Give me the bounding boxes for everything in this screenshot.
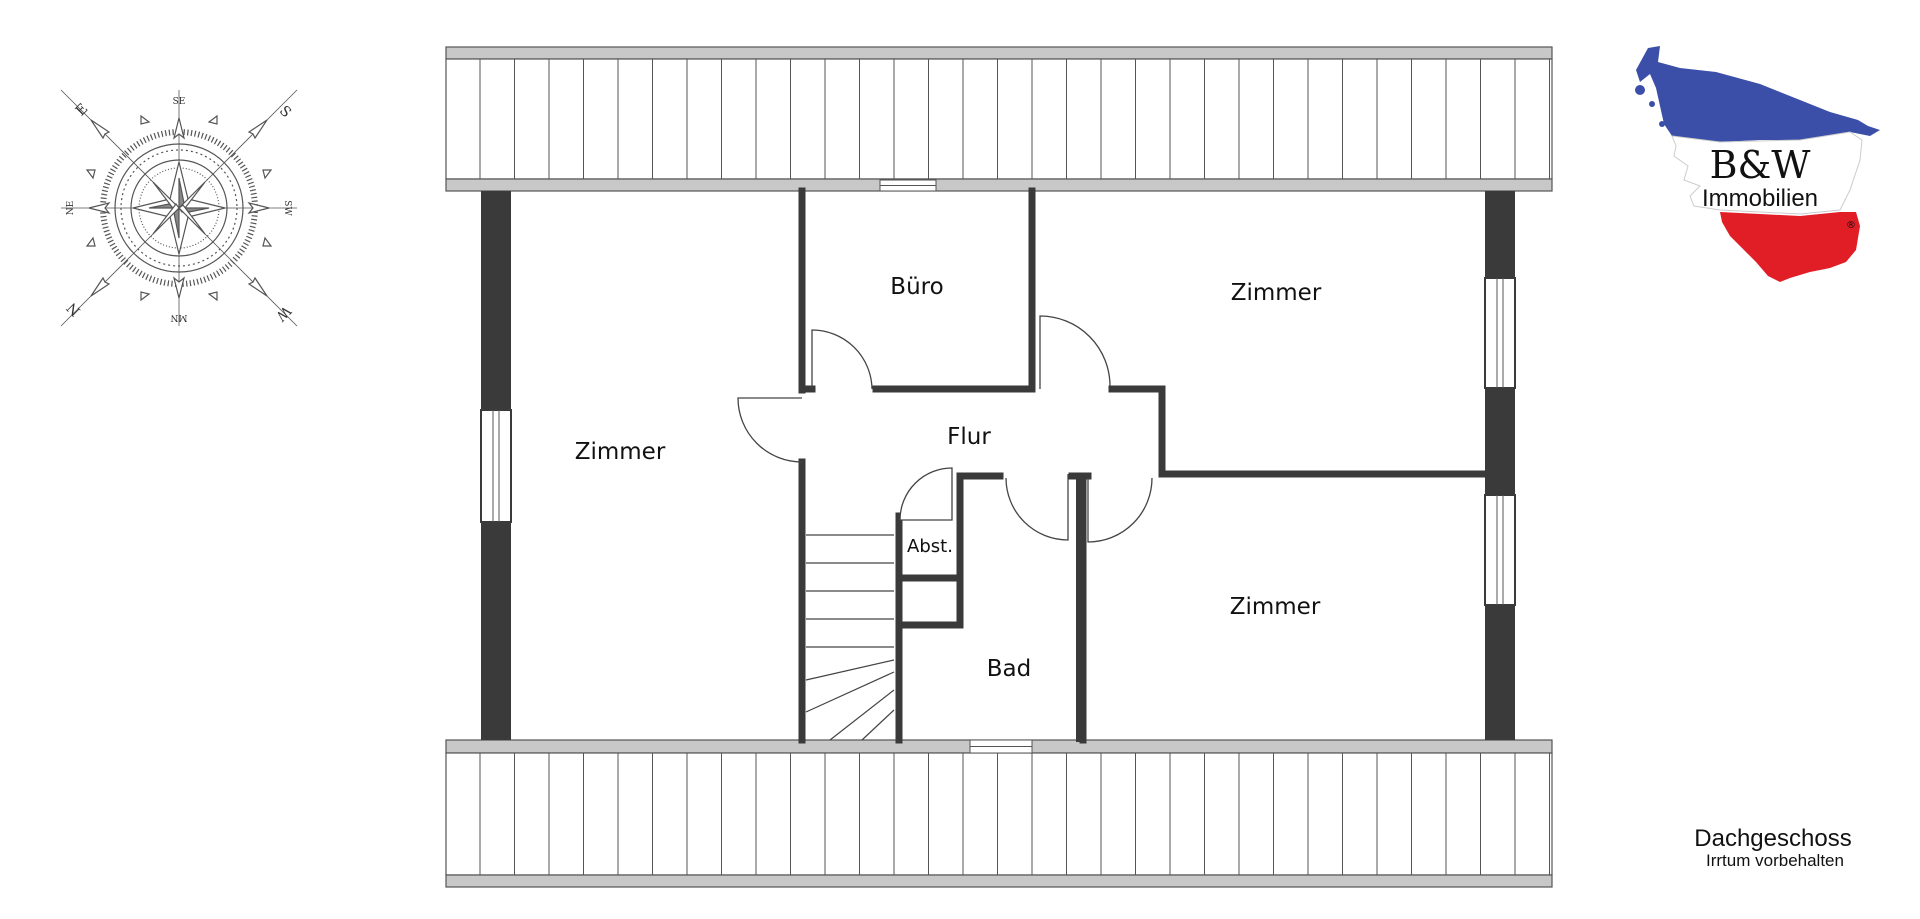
compass-label-top: SE (173, 97, 186, 107)
room-label-flur: Flur (947, 424, 991, 450)
compass-label-top-right: S (276, 103, 294, 121)
compass-label-top-left: E (73, 101, 92, 120)
staircase (805, 534, 895, 741)
caption-disclaimer: Irrtum vorbehalten (1706, 851, 1844, 870)
roof-bottom (445, 739, 1553, 888)
window-right-bottom (1484, 494, 1516, 606)
doors (737, 315, 1153, 543)
compass-label-bottom-right: W (272, 302, 294, 324)
logo-map-red (1720, 212, 1860, 282)
window-right-top (1484, 277, 1516, 389)
logo-map-white (1671, 131, 1863, 215)
compass-label-bottom-left: N (64, 299, 84, 319)
room-label-zimmer-bottom-right: Zimmer (1230, 594, 1321, 620)
gable-wall-right (1484, 191, 1516, 740)
compass-rose (60, 89, 298, 327)
logo-line2: Immobilien (1702, 185, 1818, 212)
room-label-zimmer-top-right: Zimmer (1231, 280, 1322, 306)
logo-map-blue (1636, 46, 1880, 142)
room-labels: Zimmer Büro Zimmer Flur Abst. Bad Zimmer (575, 274, 1322, 682)
gable-wall-left (480, 191, 512, 740)
room-label-bad: Bad (987, 656, 1031, 682)
compass-label-left: NE (66, 201, 76, 215)
caption: Dachgeschoss Irrtum vorbehalten (1694, 825, 1851, 870)
room-label-zimmer-left: Zimmer (575, 439, 666, 465)
logo-line1: B&W (1710, 143, 1811, 187)
compass-label-right: SW (282, 200, 292, 216)
interior-walls (798, 187, 1489, 744)
caption-floor: Dachgeschoss (1694, 825, 1851, 852)
room-label-abst: Abst. (907, 536, 953, 557)
compass-label-bottom: MN (170, 312, 187, 322)
company-logo: B&W Immobilien ® (1635, 46, 1880, 282)
logo-registered: ® (1846, 220, 1856, 231)
roof-top (445, 46, 1553, 192)
room-label-buero: Büro (890, 274, 943, 300)
window-left (480, 409, 512, 523)
